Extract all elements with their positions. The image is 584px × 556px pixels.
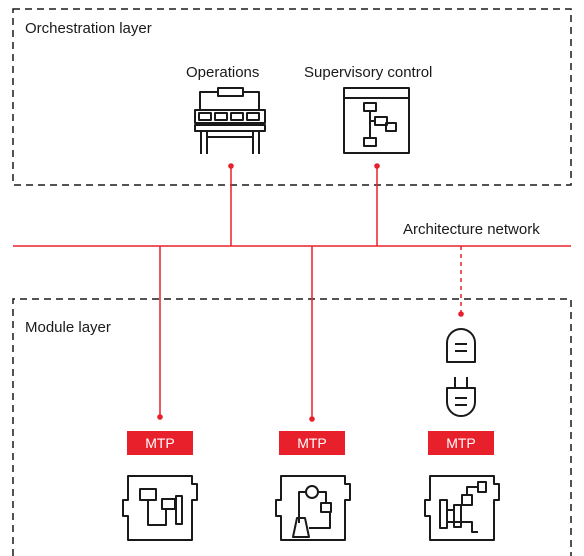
supervisory-control-label: Supervisory control bbox=[304, 64, 433, 81]
module-3-connector-dot bbox=[458, 311, 464, 317]
module-3-icon bbox=[424, 475, 500, 541]
module-layer-title: Module layer bbox=[25, 319, 111, 336]
operations-connector-dot bbox=[228, 163, 234, 169]
architecture-network-label: Architecture network bbox=[403, 221, 540, 238]
operations-label: Operations bbox=[186, 64, 260, 81]
supervisory-control-icon bbox=[343, 87, 410, 154]
operations-icon bbox=[194, 87, 266, 154]
module-layer-box bbox=[12, 298, 572, 556]
module-1-icon bbox=[122, 475, 198, 541]
mtp-badge: MTP bbox=[279, 431, 345, 455]
module-2-icon bbox=[275, 475, 351, 541]
mtp-badge: MTP bbox=[428, 431, 494, 455]
module-2-connector-dot bbox=[309, 416, 315, 422]
mtp-badge: MTP bbox=[127, 431, 193, 455]
module-1-connector-dot bbox=[157, 414, 163, 420]
orchestration-layer-title: Orchestration layer bbox=[25, 20, 152, 37]
orchestration-layer-box bbox=[12, 8, 572, 186]
supervisory-connector-dot bbox=[374, 163, 380, 169]
plug-icon bbox=[446, 328, 476, 417]
